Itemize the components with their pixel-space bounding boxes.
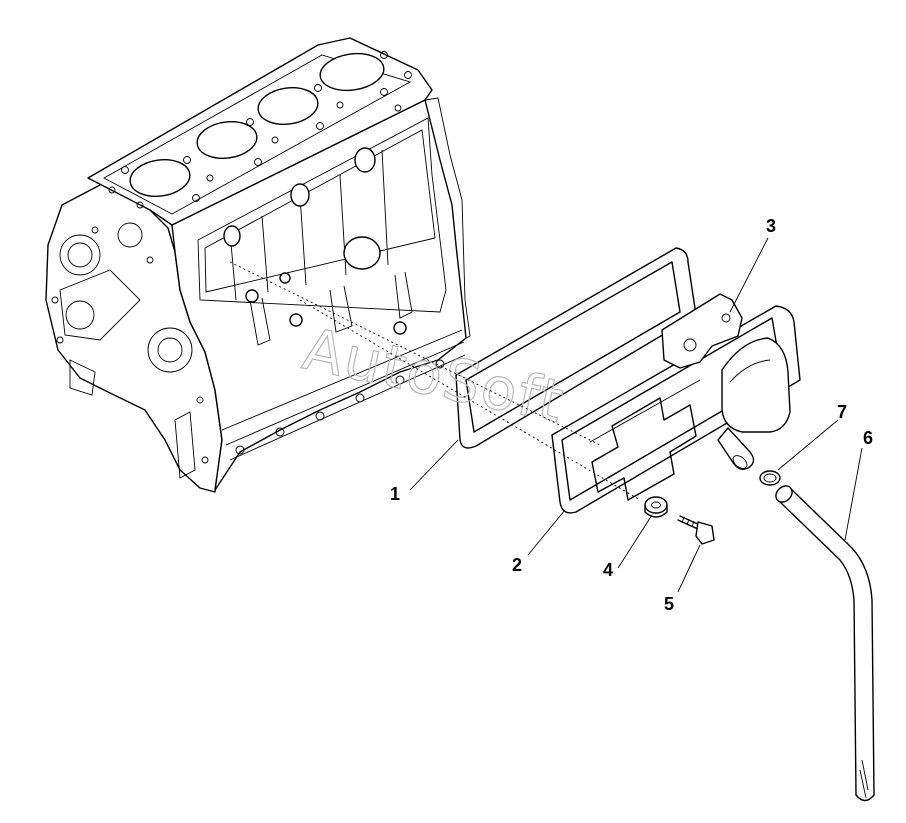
leader-lines — [229, 237, 863, 593]
callout-6: 6 — [863, 428, 873, 448]
callout-2: 2 — [512, 555, 522, 575]
callout-4: 4 — [603, 560, 613, 580]
leader-3 — [729, 237, 769, 313]
leader-6 — [844, 447, 863, 541]
cylinder-bores — [129, 52, 385, 198]
leader-1 — [409, 439, 459, 491]
block-ports — [223, 147, 407, 335]
part-2-side-cover — [551, 293, 801, 514]
part-7-clamp — [759, 470, 781, 486]
leader-7 — [777, 419, 839, 471]
part-5-bolt — [677, 515, 715, 545]
callout-5: 5 — [664, 594, 674, 614]
leader-5 — [677, 544, 701, 593]
callout-7: 7 — [837, 402, 847, 422]
callout-3: 3 — [766, 216, 776, 236]
engine-block — [45, 37, 471, 493]
rail-bolts — [235, 359, 445, 455]
deck-bolt-holes — [108, 51, 412, 209]
callout-1: 1 — [390, 484, 400, 504]
part-4-washer — [644, 496, 668, 518]
leader-4 — [617, 514, 653, 569]
timing-end-detail — [51, 222, 209, 479]
leader-2 — [527, 509, 566, 556]
callout-labels: 1 2 3 4 5 6 7 — [390, 216, 873, 614]
part-6-breather-tube — [775, 485, 875, 802]
